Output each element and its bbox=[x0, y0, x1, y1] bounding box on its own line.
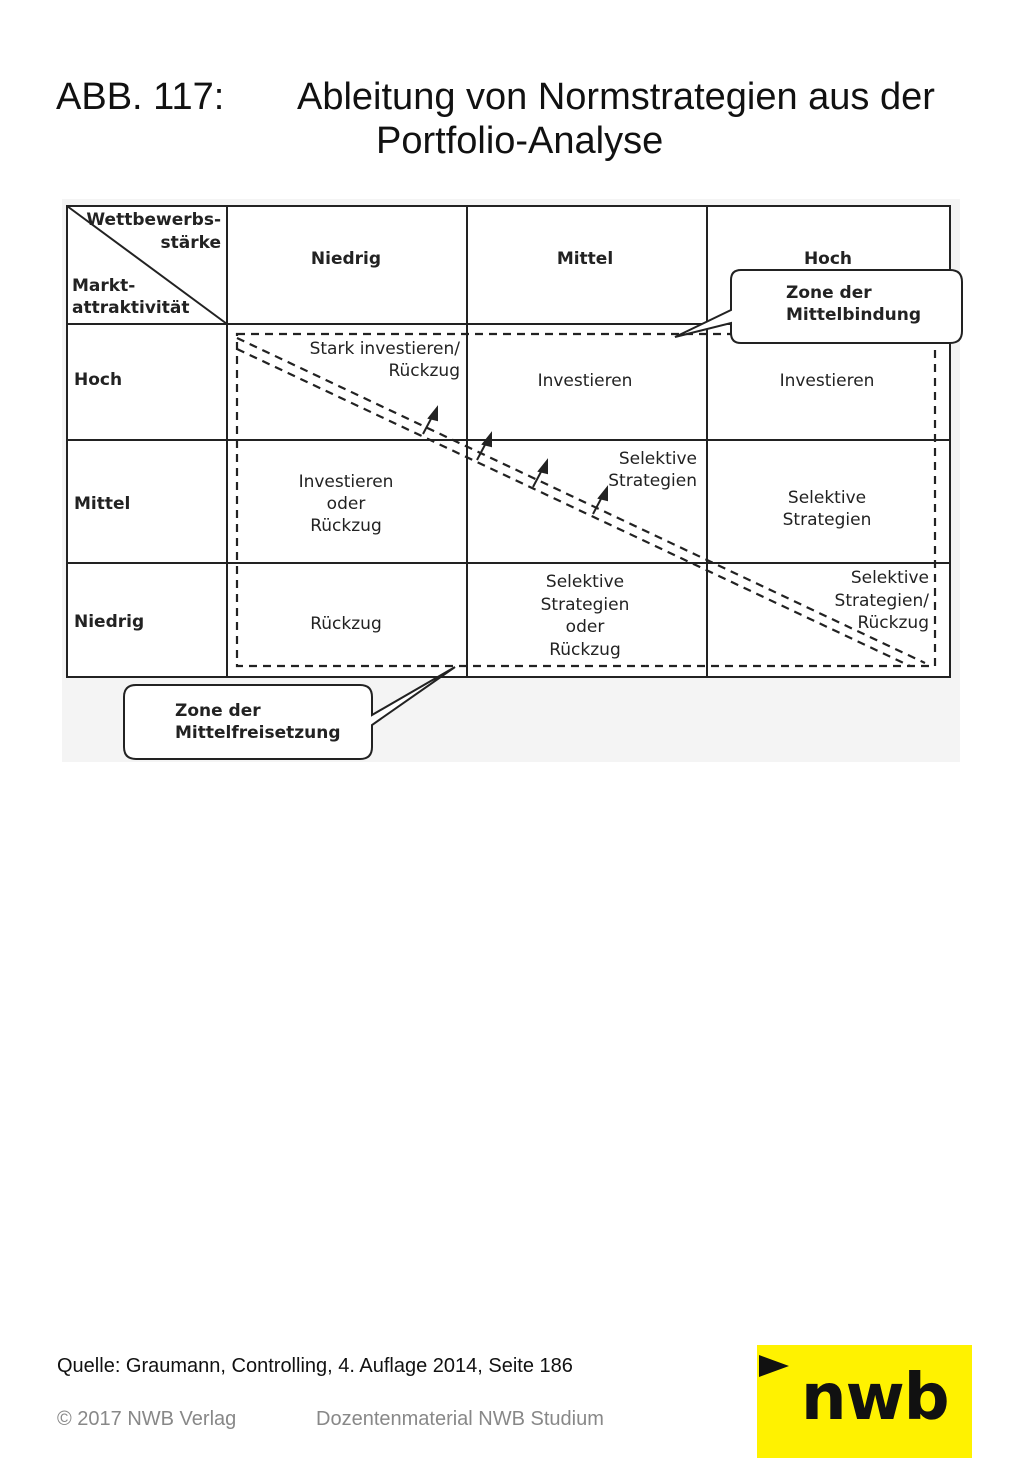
cell-hoch-mittel: Investieren bbox=[538, 371, 633, 391]
logo-arrow-icon bbox=[759, 1355, 789, 1377]
arrow-icon bbox=[532, 458, 548, 488]
cell-hoch-hoch: Investieren bbox=[780, 371, 875, 391]
cell-mittel-hoch-line1: Selektive bbox=[788, 488, 866, 508]
zone-dashed-frame bbox=[235, 332, 937, 668]
cell-niedrig-hoch-line1: Selektive bbox=[851, 568, 929, 588]
figure-title-line1: Ableitung von Normstrategien aus der bbox=[297, 76, 935, 118]
source-citation: Quelle: Graumann, Controlling, 4. Auflag… bbox=[57, 1355, 573, 1377]
row-header-niedrig: Niedrig bbox=[74, 612, 144, 632]
nwb-logo: nwb bbox=[757, 1345, 972, 1458]
zone-dashed-diagonal-lower bbox=[236, 348, 911, 667]
row-header-hoch: Hoch bbox=[74, 370, 122, 390]
corner-label-x-line1: Wettbewerbs- bbox=[86, 210, 221, 230]
strategy-arrows bbox=[422, 405, 608, 515]
callout-mittelfreisetzung-line1: Zone der bbox=[175, 701, 261, 721]
arrow-icon bbox=[422, 405, 438, 435]
column-header-niedrig: Niedrig bbox=[311, 249, 381, 269]
cell-niedrig-mittel-line4: Rückzug bbox=[549, 640, 621, 660]
arrow-icon bbox=[476, 431, 492, 461]
corner-diagonal bbox=[66, 205, 228, 325]
callout-mittelfreisetzung: Zone der Mittelfreisetzung bbox=[123, 666, 456, 760]
callout-mittelbindung-line1: Zone der bbox=[786, 283, 872, 303]
row-header-mittel: Mittel bbox=[74, 494, 130, 514]
cell-niedrig-niedrig: Rückzug bbox=[310, 614, 382, 634]
footer-copyright: © 2017 NWB Verlag bbox=[57, 1408, 237, 1430]
figure-title-line2: Portfolio-Analyse bbox=[376, 120, 664, 162]
cell-hoch-niedrig-line1: Stark investieren/ bbox=[310, 339, 461, 359]
column-header-hoch: Hoch bbox=[804, 249, 852, 269]
arrow-icon bbox=[592, 485, 608, 515]
cell-mittel-mittel-line2: Strategien bbox=[608, 471, 697, 491]
figure-number: ABB. 117: bbox=[56, 76, 225, 118]
corner-label-y-line1: Markt- bbox=[72, 276, 135, 296]
corner-label-x-line2: stärke bbox=[161, 233, 221, 253]
cell-hoch-niedrig-line2: Rückzug bbox=[388, 361, 460, 381]
zone-boundaries bbox=[235, 332, 937, 668]
callout-mittelfreisetzung-line2: Mittelfreisetzung bbox=[175, 723, 341, 743]
cell-mittel-niedrig-line3: Rückzug bbox=[310, 516, 382, 536]
cell-mittel-mittel-line1: Selektive bbox=[619, 449, 697, 469]
cell-mittel-niedrig-line2: oder bbox=[327, 494, 366, 514]
footer-material: Dozentenmaterial NWB Studium bbox=[316, 1408, 604, 1430]
cell-niedrig-hoch-line3: Rückzug bbox=[857, 613, 929, 633]
callout-mittelbindung-line2: Mittelbindung bbox=[786, 305, 921, 325]
cell-niedrig-mittel-line2: Strategien bbox=[541, 595, 630, 615]
cell-mittel-niedrig-line1: Investieren bbox=[299, 472, 394, 492]
logo-text: nwb bbox=[801, 1361, 949, 1435]
corner-label-y-line2: attraktivität bbox=[72, 298, 189, 318]
cell-niedrig-hoch-line2: Strategien/ bbox=[835, 591, 930, 611]
cell-niedrig-mittel-line3: oder bbox=[566, 617, 605, 637]
matrix-grid bbox=[66, 205, 951, 678]
cell-mittel-hoch-line2: Strategien bbox=[783, 510, 872, 530]
column-header-mittel: Mittel bbox=[557, 249, 613, 269]
callout-mittelbindung: Zone der Mittelbindung bbox=[674, 269, 963, 344]
zone-dashed-diagonal-upper bbox=[236, 337, 926, 664]
cell-niedrig-mittel-line1: Selektive bbox=[546, 572, 624, 592]
portfolio-matrix-diagram: Wettbewerbs- stärke Markt- attraktivität… bbox=[62, 199, 963, 762]
